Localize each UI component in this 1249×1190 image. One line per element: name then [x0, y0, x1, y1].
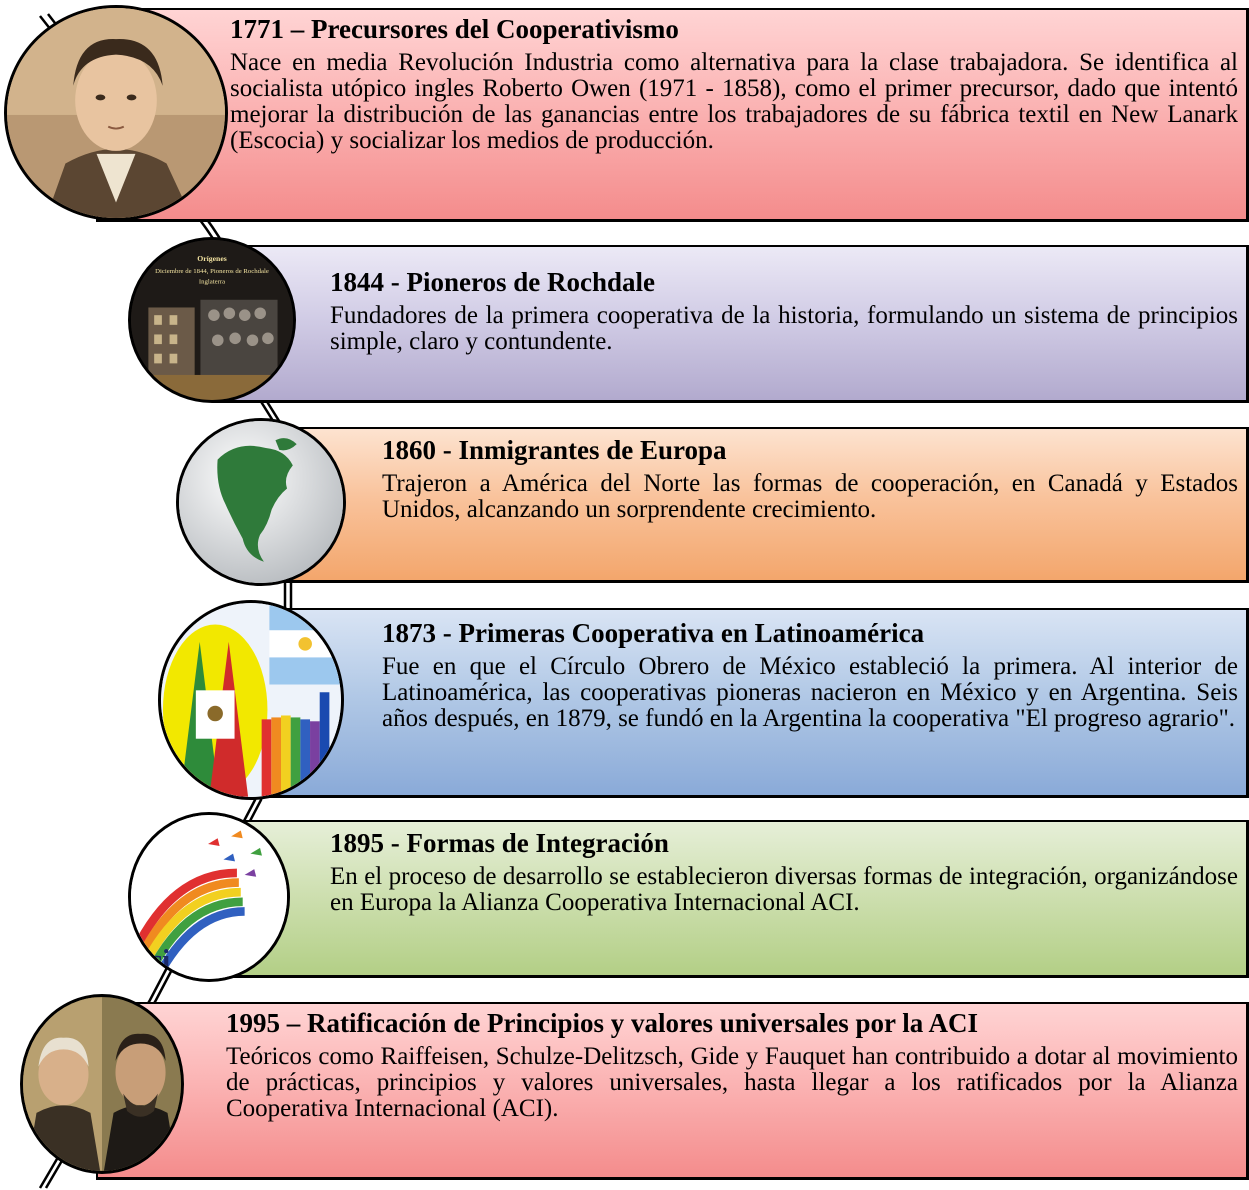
event-title: 1771 – Precursores del Cooperativismo: [230, 14, 679, 44]
event-description: Trajeron a América del Norte las formas …: [382, 470, 1238, 523]
rochdale-caption-line-3: Inglaterra: [199, 278, 225, 285]
event-title: 1895 - Formas de Integración: [330, 828, 669, 858]
timeline-event-1771: 1771 – Precursores del Cooperativismo Na…: [96, 8, 1249, 222]
rochdale-pioneers-image: Orígenes Diciembre de 1844, Pioneros de …: [128, 237, 296, 403]
timeline-event-1995: 1995 – Ratificación de Principios y valo…: [96, 1002, 1249, 1180]
event-title: 1860 - Inmigrantes de Europa: [382, 435, 727, 465]
event-title: 1995 – Ratificación de Principios y valo…: [226, 1008, 978, 1038]
timeline-event-1895: 1895 - Formas de Integración En el proce…: [212, 820, 1249, 978]
event-description: En el proceso de desarrollo se estableci…: [330, 863, 1238, 916]
mexico-argentina-flags-image: [158, 600, 344, 800]
event-description: Nace en media Revolución Industria como …: [230, 49, 1238, 154]
portrait-raiffeisen-schulze-image: [20, 994, 184, 1174]
event-description: Fundadores de la primera cooperativa de …: [330, 302, 1238, 355]
event-title: 1873 - Primeras Cooperativa en Latinoamé…: [382, 618, 925, 648]
event-title: 1844 - Pioneros de Rochdale: [330, 267, 655, 297]
north-america-globe-image: [176, 418, 346, 586]
event-description: Teóricos como Raiffeisen, Schulze-Delitz…: [226, 1043, 1238, 1122]
aci-logo-image: aci: [128, 812, 290, 982]
timeline-event-1860: 1860 - Inmigrantes de Europa Trajeron a …: [262, 427, 1249, 583]
rochdale-caption-line-1: Orígenes: [197, 254, 227, 263]
timeline-event-1873: 1873 - Primeras Cooperativa en Latinoamé…: [262, 608, 1249, 798]
portrait-robert-owen-image: [4, 5, 228, 221]
timeline-event-1844: 1844 - Pioneros de Rochdale Fundadores d…: [212, 245, 1249, 403]
event-description: Fue en que el Círculo Obrero de México e…: [382, 653, 1238, 732]
rochdale-caption-line-2: Diciembre de 1844, Pioneros de Rochdale: [155, 268, 269, 275]
